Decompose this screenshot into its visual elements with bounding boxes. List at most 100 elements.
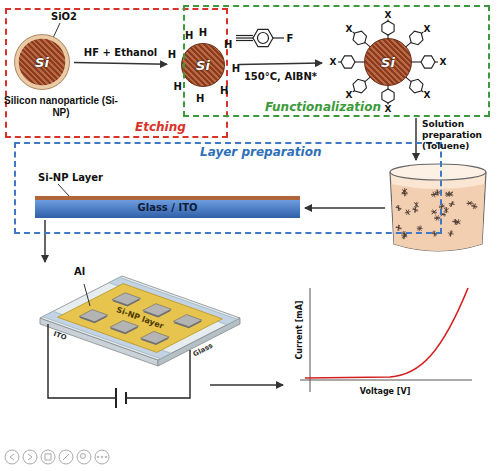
atom-label: H bbox=[185, 30, 193, 41]
nanoparticle-dot bbox=[452, 221, 458, 223]
atom-label: X bbox=[423, 90, 430, 100]
nanoparticle-dot bbox=[431, 194, 437, 196]
ligand-bond bbox=[338, 61, 341, 62]
benzene-ring bbox=[353, 31, 367, 45]
nanoparticle-dot bbox=[415, 202, 419, 207]
atom-label: H bbox=[199, 27, 207, 38]
process-arrow bbox=[210, 384, 283, 386]
nanoparticle-dot bbox=[444, 208, 449, 211]
process-arrow bbox=[305, 207, 385, 209]
stage-title: Etching bbox=[135, 120, 186, 134]
edge-label: HF + Ethanol bbox=[84, 46, 157, 57]
stage-title: Layer preparation bbox=[200, 145, 321, 159]
atom-label: X bbox=[346, 90, 353, 100]
nanoparticle-dot bbox=[432, 209, 435, 214]
nanoparticle-dot bbox=[444, 208, 448, 212]
particle-label: Si bbox=[182, 58, 224, 73]
particle-caption: Silicon nanoparticle (Si-NP) bbox=[3, 95, 119, 119]
leader-line bbox=[84, 284, 90, 306]
edge-label: 150°C, AIBN* bbox=[244, 70, 317, 81]
particle-label: Si bbox=[15, 55, 69, 70]
device-illustration bbox=[40, 276, 240, 366]
ligand-bond bbox=[421, 32, 423, 34]
al-pad bbox=[110, 321, 138, 333]
nanoparticle-dot bbox=[402, 235, 407, 238]
nanoparticle-dot bbox=[435, 191, 440, 193]
nanoparticle-dot bbox=[402, 193, 408, 194]
sinp-layer bbox=[58, 284, 223, 353]
ligand-bond bbox=[421, 90, 423, 92]
ligand-arms bbox=[338, 20, 438, 105]
callout-label: Si-NP Layer bbox=[38, 172, 103, 183]
nanoparticle-dot bbox=[405, 212, 411, 213]
nanoparticle-dot bbox=[449, 231, 453, 235]
ligand-bond bbox=[353, 90, 355, 92]
ligand-bond bbox=[353, 32, 355, 34]
ligand-bond bbox=[355, 61, 364, 62]
nanoparticle-dot bbox=[396, 207, 402, 208]
stage-box: Layer preparationGlass / ITO bbox=[14, 142, 442, 234]
nanoparticle-dot bbox=[449, 202, 454, 205]
nanoparticle: Si bbox=[181, 43, 225, 87]
atom-label: H bbox=[174, 81, 182, 92]
atom-label: X bbox=[330, 57, 337, 67]
callout-label: SiO2 bbox=[51, 11, 77, 22]
toolbar-icons bbox=[5, 450, 109, 464]
reaction-arrow bbox=[239, 63, 322, 64]
al-pad bbox=[112, 293, 140, 305]
nanoparticle: Si bbox=[364, 38, 412, 86]
step-note: Solution preparation (Toluene) bbox=[422, 119, 498, 152]
nanoparticle-dot bbox=[417, 228, 423, 229]
nanoparticle-dot bbox=[467, 202, 473, 204]
nanoparticle-dot bbox=[434, 217, 440, 219]
nanoparticle-dot bbox=[402, 193, 408, 194]
nanoparticle-dot bbox=[414, 203, 418, 207]
nanoparticle-dot bbox=[445, 193, 451, 195]
ligand-bond bbox=[435, 61, 438, 62]
glass-substrate bbox=[40, 276, 240, 360]
atom-label: F bbox=[287, 33, 294, 44]
nanoparticle-dot bbox=[414, 203, 418, 207]
nanoparticle-dot bbox=[412, 209, 418, 210]
beaker bbox=[390, 164, 486, 251]
atom-label: H bbox=[220, 85, 228, 96]
stage-box: EtchingSiSilicon nanoparticle (Si-NP)Si bbox=[5, 8, 228, 138]
atom-label: H bbox=[232, 62, 240, 73]
atom-label: X bbox=[385, 104, 392, 114]
iv-graph bbox=[300, 288, 472, 392]
particle-label: Si bbox=[365, 55, 411, 70]
al-pad bbox=[143, 304, 171, 316]
benzene-ring bbox=[421, 56, 435, 68]
nanoparticle-dot bbox=[446, 192, 450, 197]
callout-label: Al bbox=[74, 266, 85, 277]
nanoparticle-dot bbox=[467, 203, 473, 204]
nanoparticle-dot bbox=[396, 227, 402, 229]
process-arrow bbox=[44, 220, 46, 262]
al-pad bbox=[173, 315, 202, 327]
benzene-ring bbox=[382, 21, 394, 35]
benzene-ring bbox=[341, 56, 355, 68]
circuit-wire bbox=[48, 324, 190, 408]
nanoparticle-dot bbox=[413, 208, 418, 212]
benzene-ring bbox=[353, 79, 367, 93]
molecule bbox=[236, 29, 284, 46]
nanoparticle: SiSilicon nanoparticle (Si-NP) bbox=[14, 34, 70, 90]
ligand-bond bbox=[412, 61, 421, 62]
nanoparticle-dot bbox=[432, 210, 436, 214]
substrate-label: Glass / ITO bbox=[35, 202, 300, 213]
benzene-ring bbox=[382, 89, 394, 103]
axis-label: Current [mA] bbox=[295, 300, 304, 359]
atom-label: H bbox=[224, 38, 232, 49]
benzene-ring bbox=[410, 79, 424, 93]
atom-label: H bbox=[168, 48, 176, 59]
reaction-arrow bbox=[74, 63, 167, 65]
atom-label: X bbox=[423, 24, 430, 34]
al-pad bbox=[141, 331, 170, 343]
substrate-layer: Glass / ITO bbox=[35, 196, 300, 218]
atom-label: X bbox=[346, 24, 353, 34]
atom-label: H bbox=[196, 92, 204, 103]
benzene-ring bbox=[410, 31, 424, 45]
stage-title: Functionalization bbox=[265, 100, 381, 114]
axis-label: Voltage [V] bbox=[360, 387, 411, 396]
